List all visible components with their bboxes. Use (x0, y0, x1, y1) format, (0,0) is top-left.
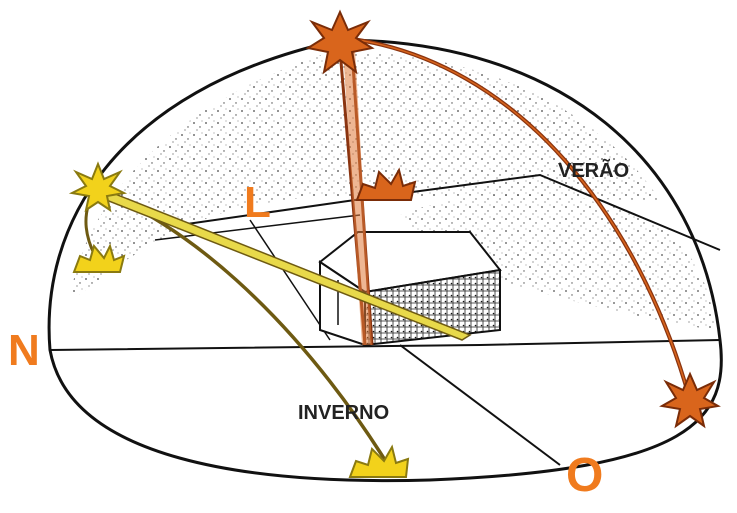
west-label: O (566, 449, 604, 502)
horizon-line (49, 339, 721, 351)
summer-label: VERÃO (558, 160, 630, 182)
north-label: N (8, 326, 40, 375)
far-terrain (400, 194, 715, 330)
ground-diagonal (399, 344, 561, 466)
east-label: L (244, 178, 271, 227)
sun-icon (348, 444, 410, 478)
sky-shading (70, 51, 660, 301)
ground-diagonal-2 (249, 219, 331, 341)
sun-icon (305, 9, 375, 75)
sun-icon (72, 243, 126, 273)
winter-label: INVERNO (298, 402, 390, 424)
sun-icon (659, 371, 721, 429)
sun-icon (68, 161, 128, 213)
summer-sun-path-inner (344, 37, 691, 401)
ground-line-south (154, 214, 361, 241)
sun-icon (355, 167, 417, 201)
